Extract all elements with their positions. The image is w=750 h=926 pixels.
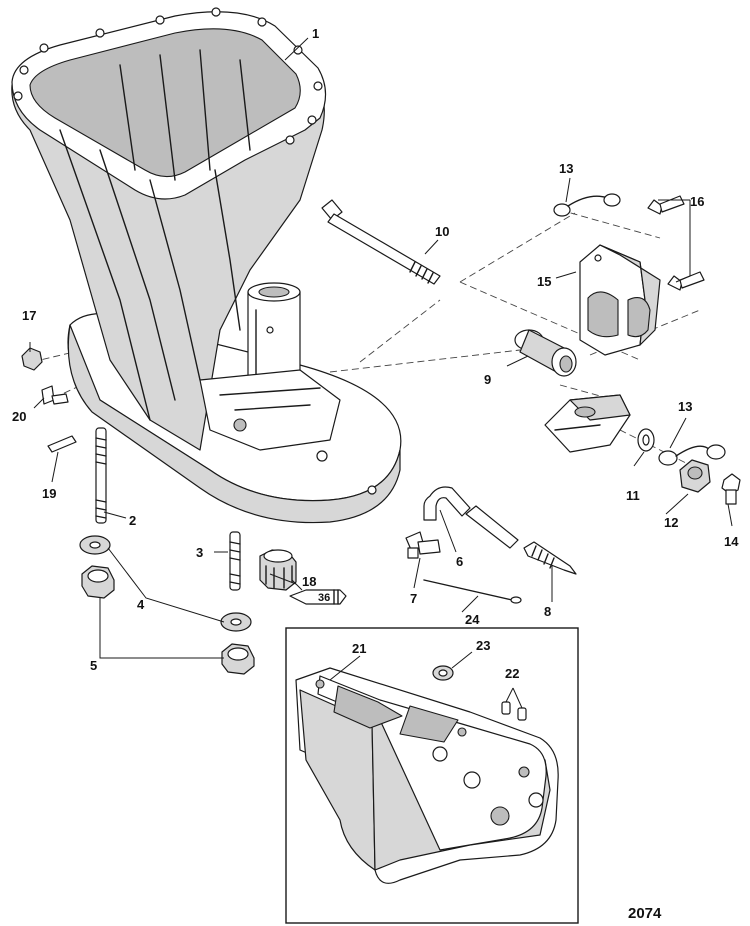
callout-17: 17 <box>22 308 36 323</box>
coupler-nut <box>259 549 297 591</box>
flange-bolt-holes <box>13 7 323 145</box>
bolt-long <box>321 199 441 285</box>
sealant-tube <box>289 589 347 605</box>
tube-label: 36 <box>318 592 330 604</box>
callout-12: 12 <box>664 515 678 530</box>
callout-15: 15 <box>537 274 551 289</box>
callout-13a: 13 <box>559 161 573 176</box>
callout-5: 5 <box>90 658 97 673</box>
callout-21: 21 <box>352 641 366 656</box>
callout-16: 16 <box>690 194 704 209</box>
driveshaft-housing <box>11 7 402 524</box>
cotter-pin <box>423 579 522 604</box>
callout-4: 4 <box>137 597 145 612</box>
nuts <box>81 565 255 675</box>
stud-short <box>229 531 241 591</box>
anode-block <box>544 394 631 453</box>
spacer-plate <box>295 667 559 884</box>
ground-strap-top <box>553 193 621 217</box>
dowel-pair <box>501 701 527 721</box>
callout-1: 1 <box>312 26 319 41</box>
callout-19: 19 <box>42 486 56 501</box>
bushing <box>514 329 577 377</box>
washer-small <box>637 428 655 452</box>
screw-short <box>721 473 741 505</box>
figure-number: 2074 <box>628 905 662 922</box>
bolt-pair <box>647 195 705 291</box>
callout-10: 10 <box>435 224 449 239</box>
callout-20: 20 <box>12 409 26 424</box>
washers <box>79 535 252 632</box>
callout-labels: 1 2 3 4 5 6 7 8 9 10 11 12 13 13 14 15 1… <box>12 26 739 922</box>
anode-nut <box>679 459 711 493</box>
hose-fitting <box>523 541 577 575</box>
elbow-small <box>41 385 69 405</box>
callout-22: 22 <box>505 666 519 681</box>
callout-7: 7 <box>410 591 417 606</box>
callout-11: 11 <box>626 488 640 503</box>
mount-bracket <box>579 244 661 356</box>
seal-washer <box>432 665 454 681</box>
plug <box>21 347 43 371</box>
callout-6: 6 <box>456 554 463 569</box>
callout-13b: 13 <box>678 399 692 414</box>
water-tube <box>423 486 519 549</box>
leader-lines <box>29 37 733 709</box>
elbow-fitting <box>405 531 441 559</box>
callout-3: 3 <box>196 545 203 560</box>
callout-18: 18 <box>302 574 316 589</box>
callout-24: 24 <box>465 612 480 627</box>
callout-2: 2 <box>129 513 136 528</box>
callout-8: 8 <box>544 604 551 619</box>
dowel-pin <box>47 435 77 453</box>
callout-23: 23 <box>476 638 490 653</box>
stud-long <box>95 427 107 524</box>
callout-9: 9 <box>484 372 491 387</box>
ground-strap-bottom <box>658 444 726 466</box>
callout-14: 14 <box>724 534 739 549</box>
